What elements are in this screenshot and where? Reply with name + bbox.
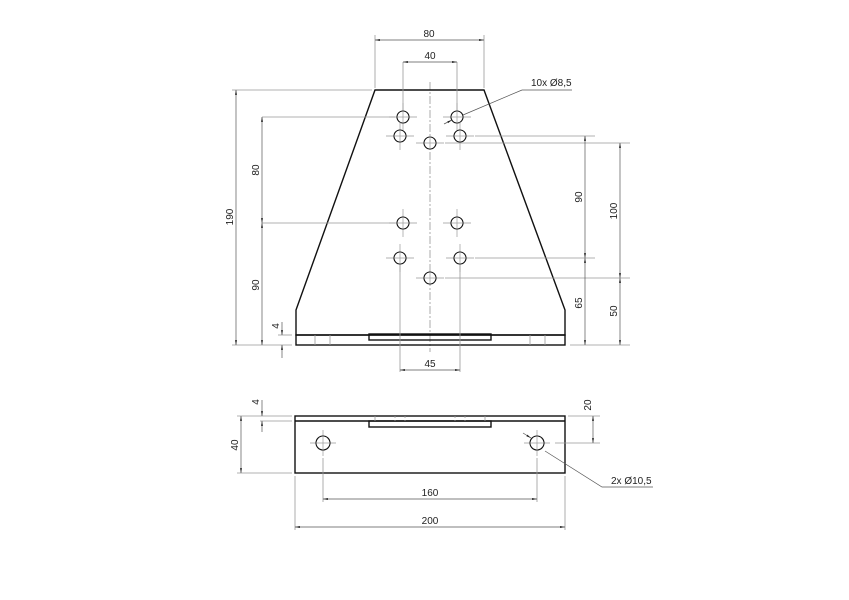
- side-view: 40 4 20 160 200 2x Ø10,5: [230, 399, 653, 530]
- top-view: 80 40 10x Ø8,5 190 80 90 4 90 65 100 50 …: [225, 29, 630, 372]
- hole: [446, 122, 474, 150]
- dim-lower-spacing: 90: [251, 279, 262, 291]
- hole: [386, 244, 414, 272]
- dim-bottom-spacing: 45: [424, 359, 436, 370]
- center-tab: [368, 333, 492, 341]
- mounting-holes: [386, 103, 474, 285]
- hole: [446, 244, 474, 272]
- dim-right-upper: 90: [574, 191, 585, 203]
- side-hole: [524, 430, 550, 456]
- hole: [443, 209, 471, 237]
- dim-plate-thickness: 4: [271, 323, 282, 329]
- dim-far-right-lower: 50: [609, 305, 620, 317]
- side-body: [294, 415, 566, 474]
- side-dim-overall-width: 200: [422, 516, 439, 527]
- dim-upper-spacing: 80: [251, 164, 262, 176]
- hole: [389, 103, 417, 131]
- side-dim-height: 40: [230, 439, 241, 451]
- hole: [386, 122, 414, 150]
- dim-hole-spacing-top: 40: [424, 51, 436, 62]
- side-dim-hole-spacing: 160: [422, 488, 439, 499]
- side-dim-hole-offset: 20: [583, 399, 594, 411]
- hole: [389, 209, 417, 237]
- dim-far-right-upper: 100: [609, 202, 620, 219]
- side-dim-thickness: 4: [251, 399, 262, 405]
- side-hole: [310, 430, 336, 456]
- dim-overall-height: 190: [225, 208, 236, 225]
- hole-callout-side: 2x Ø10,5: [611, 476, 652, 487]
- hole-callout-top: 10x Ø8,5: [531, 78, 572, 89]
- hole: [416, 271, 444, 285]
- hole: [443, 103, 471, 131]
- dim-top-width: 80: [423, 29, 435, 40]
- base-strip: [295, 334, 566, 346]
- hole: [416, 136, 444, 150]
- trapezoid-plate: [295, 89, 566, 336]
- side-tab: [368, 420, 492, 428]
- dim-right-lower: 65: [574, 297, 585, 309]
